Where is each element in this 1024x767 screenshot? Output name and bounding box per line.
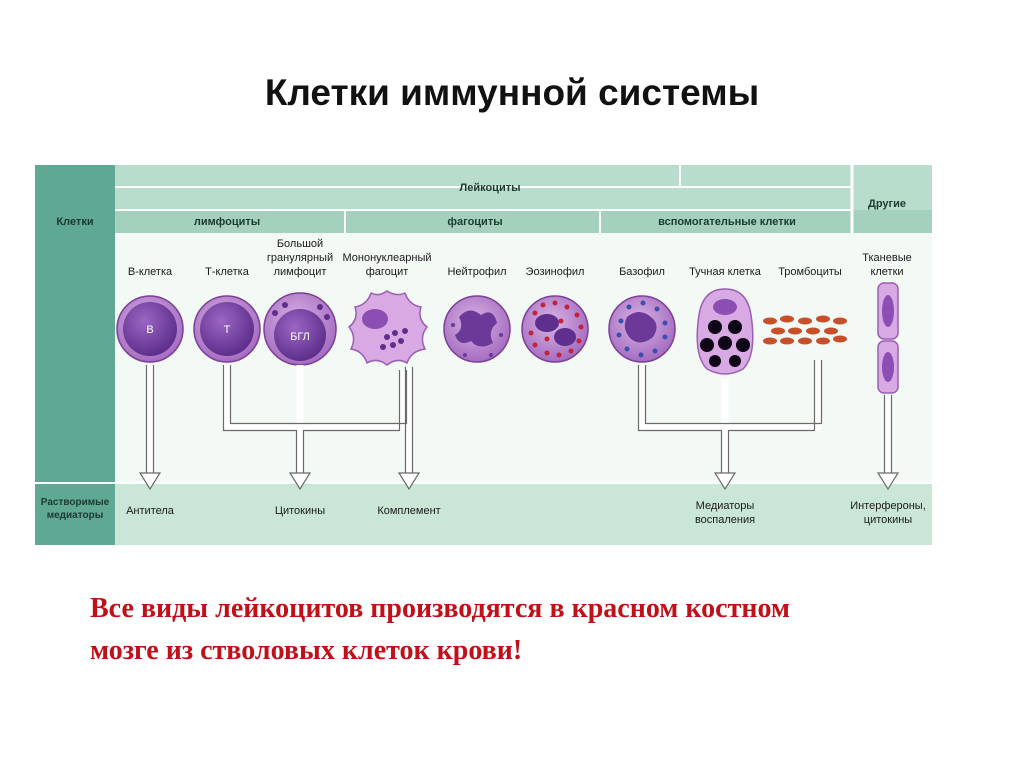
mediators-row-label-line1: Растворимые bbox=[41, 497, 110, 508]
tissue-cells-label-line2: клетки bbox=[870, 266, 903, 278]
immune-cells-figure: Клетки Растворимые медиаторы Лейкоциты л… bbox=[35, 165, 932, 545]
lymphocytes-label: лимфоциты bbox=[194, 216, 260, 228]
platelets-label: Тромбоциты bbox=[778, 266, 842, 278]
auxiliary-cells-label: вспомогательные клетки bbox=[658, 216, 796, 228]
cells-row-label: Клетки bbox=[56, 216, 93, 228]
interferons-label-line2: цитокины bbox=[864, 514, 913, 526]
cytokines-label: Цитокины bbox=[275, 505, 325, 517]
phagocytes-label: фагоциты bbox=[447, 216, 502, 228]
inflammation-mediators-label-line2: воспаления bbox=[695, 514, 755, 526]
note-text: Все виды лейкоцитов производятся в красн… bbox=[90, 588, 970, 672]
mononuclear-phagocyte-label-line2: фагоцит bbox=[366, 266, 409, 278]
lgl-label-line2: гранулярный bbox=[267, 252, 333, 264]
slide-title: Клетки иммунной системы bbox=[0, 72, 1024, 114]
lgl-marker: БГЛ bbox=[290, 331, 310, 343]
mediators-row-label-line2: медиаторы bbox=[47, 510, 104, 521]
note-line-1: Все виды лейкоцитов производятся в красн… bbox=[90, 588, 970, 630]
note-line-2: мозге из стволовых клеток крови! bbox=[90, 630, 970, 672]
basophil bbox=[609, 296, 675, 362]
lgl-label-line3: лимфоцит bbox=[274, 266, 327, 278]
neutrophil-label: Нейтрофил bbox=[447, 266, 506, 278]
t-cell: Т bbox=[194, 296, 260, 362]
t-cell-marker: Т bbox=[224, 324, 231, 336]
lgl-label-line1: Большой bbox=[277, 238, 323, 250]
interferons-label-line1: Интерфероны, bbox=[850, 500, 926, 512]
inflammation-mediators-label-line1: Медиаторы bbox=[696, 500, 755, 512]
mast-cell bbox=[697, 289, 753, 374]
mediators-band bbox=[115, 483, 932, 545]
neutrophil bbox=[444, 296, 510, 362]
t-cell-label: Т-клетка bbox=[205, 266, 250, 278]
mast-cell-label: Тучная клетка bbox=[689, 266, 762, 278]
b-cell-marker: В bbox=[146, 324, 153, 336]
basophil-label: Базофил bbox=[619, 266, 665, 278]
eosinophil-label: Эозинофил bbox=[526, 266, 585, 278]
large-granular-lymphocyte: БГЛ bbox=[264, 293, 336, 365]
antibodies-label: Антитела bbox=[126, 505, 175, 517]
other-label: Другие bbox=[868, 198, 906, 210]
mononuclear-phagocyte-label-line1: Мононуклеарный bbox=[342, 252, 431, 264]
b-cell: В bbox=[117, 296, 183, 362]
tissue-cells-label-line1: Тканевые bbox=[862, 252, 911, 264]
leukocytes-label: Лейкоциты bbox=[460, 182, 521, 194]
b-cell-label: В-клетка bbox=[128, 266, 173, 278]
tissue-cells bbox=[878, 283, 898, 393]
eosinophil bbox=[522, 296, 588, 362]
complement-label: Комплемент bbox=[377, 505, 440, 517]
